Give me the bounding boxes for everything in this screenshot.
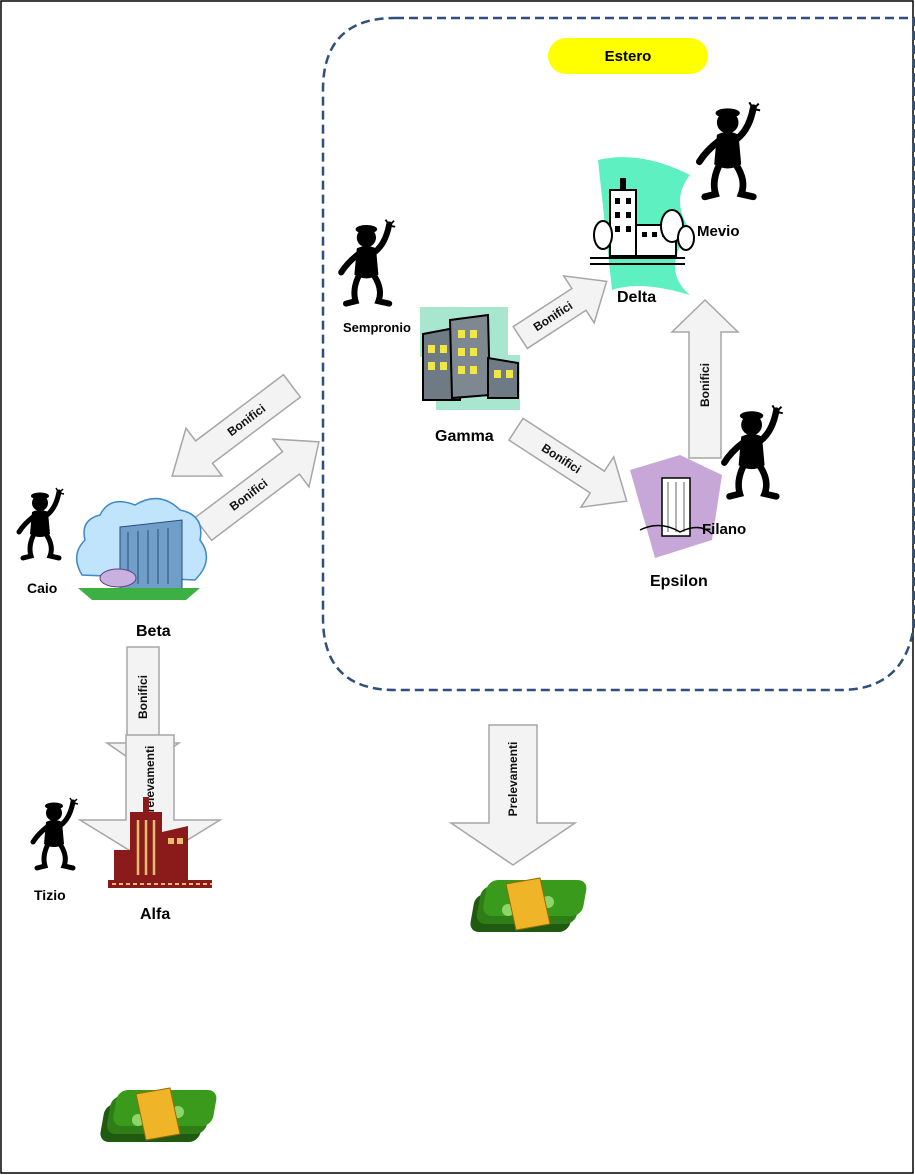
delta-building-icon <box>590 157 695 295</box>
money-stack-alfa-icon <box>98 1087 219 1143</box>
arrow-epsilon-to-delta: Bonifici <box>670 298 740 459</box>
label-alfa: Alfa <box>140 906 170 923</box>
label-caio: Caio <box>27 580 57 596</box>
epsilon-building-icon <box>630 455 722 558</box>
label-epsilon: Epsilon <box>650 573 708 590</box>
estero-badge <box>548 38 708 74</box>
arrow-estero-withdrawal: Prelevamenti <box>448 724 578 866</box>
estero-region <box>321 16 915 692</box>
estero-label: Estero <box>605 48 652 65</box>
arrow-gamma-to-delta: Bonifici <box>512 274 608 350</box>
label-filano: Filano <box>702 521 746 538</box>
filano-person-icon <box>724 405 783 496</box>
caio-person-icon <box>19 488 64 558</box>
money-stack-estero-icon <box>468 877 589 933</box>
arrow-gamma-to-epsilon: Bonifici <box>507 417 628 509</box>
arrow-estero-withdrawal-label: Prelevamenti <box>506 742 520 817</box>
gamma-building-icon <box>420 307 520 410</box>
alfa-building-icon <box>108 797 212 888</box>
beta-building-icon <box>76 497 208 600</box>
mevio-person-icon <box>699 102 760 197</box>
tizio-person-icon <box>33 798 78 868</box>
arrow-beta-to-alfa-label: Bonifici <box>136 675 150 719</box>
label-mevio: Mevio <box>697 223 740 240</box>
label-delta: Delta <box>617 289 656 306</box>
label-gamma: Gamma <box>435 428 494 445</box>
sempronio-person-icon <box>341 220 395 304</box>
arrow-epsilon-to-delta-label: Bonifici <box>698 363 712 407</box>
label-sempronio: Sempronio <box>343 320 411 335</box>
label-beta: Beta <box>136 623 171 640</box>
label-tizio: Tizio <box>34 887 66 903</box>
